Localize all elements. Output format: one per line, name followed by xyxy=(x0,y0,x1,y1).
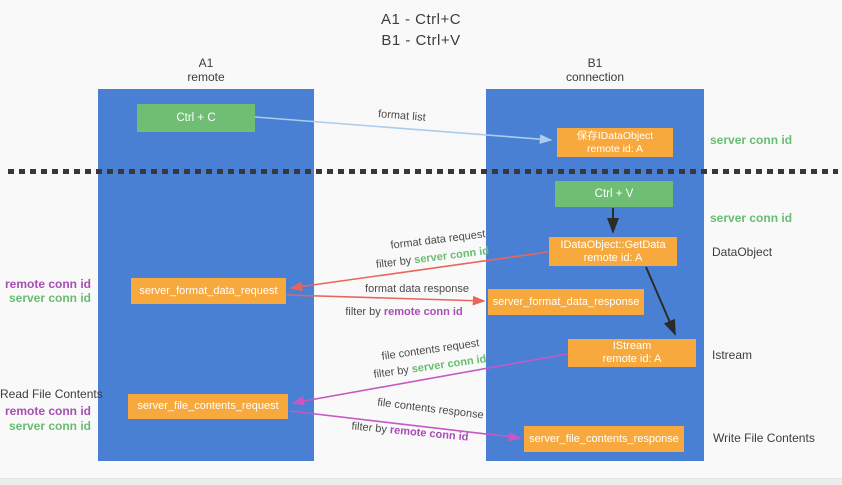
format-data-response-label: format data response xyxy=(365,283,469,295)
filter-by-remote-conn-id-label-1: filter by remote conn id xyxy=(334,306,474,318)
getdata-line2: remote id: A xyxy=(583,251,643,264)
lifeline-b1-name: B1 xyxy=(587,56,603,70)
server-conn-id-right-top: server conn id xyxy=(710,133,793,147)
remote-conn-id-left-top: remote conn id xyxy=(4,277,91,291)
server-conn-id-left-bottom: server conn id xyxy=(8,419,91,433)
diagram-title: A1 - Ctrl+C B1 - Ctrl+V xyxy=(0,9,842,51)
istream-line1: IStream xyxy=(612,340,652,352)
save-dataobject-box: 保存IDataObject remote id: A xyxy=(557,128,673,157)
read-file-contents-label: Read File Contents xyxy=(0,387,103,401)
machine-boundary-dotted-line xyxy=(8,169,838,174)
server-file-contents-request-label: server_file_contents_request xyxy=(137,400,279,412)
format-data-request-arrow xyxy=(289,251,549,292)
dataobject-side-label: DataObject xyxy=(712,245,773,259)
server-conn-id-left-top: server conn id xyxy=(8,291,91,305)
lifeline-a1-name: A1 xyxy=(198,56,214,70)
lifeline-header-a1: A1 remote xyxy=(98,56,314,84)
server-file-contents-response-box: server_file_contents_response xyxy=(524,426,684,452)
server-conn-id-right-mid: server conn id xyxy=(710,211,793,225)
getdata-box: IDataObject::GetData remote id: A xyxy=(549,237,677,266)
file-contents-request-arrow xyxy=(291,353,568,406)
server-file-contents-response-label: server_file_contents_response xyxy=(529,432,679,445)
server-format-data-response-box: server_format_data_response xyxy=(488,289,644,315)
istream-box: IStream remote id: A xyxy=(568,339,696,367)
write-file-contents-label: Write File Contents xyxy=(713,431,815,445)
server-file-contents-request-box: server_file_contents_request xyxy=(128,394,288,419)
save-dataobject-line1: 保存IDataObject xyxy=(576,129,654,142)
title-line-1: A1 - Ctrl+C xyxy=(380,11,462,28)
format-list-arrow xyxy=(254,116,553,144)
remote-conn-id-left-bottom: remote conn id xyxy=(4,404,91,418)
ctrl-v-label: Ctrl + V xyxy=(594,188,634,200)
ctrl-c-label: Ctrl + C xyxy=(176,112,216,124)
server-format-data-request-label: server_format_data_request xyxy=(139,284,278,297)
file-contents-response-arrow xyxy=(289,410,522,442)
istream-side-label: Istream xyxy=(712,348,753,362)
lifeline-b1-role: connection xyxy=(565,70,625,84)
istream-line2: remote id: A xyxy=(602,353,662,365)
save-dataobject-line2: remote id: A xyxy=(586,142,644,155)
server-format-data-request-box: server_format_data_request xyxy=(131,278,286,304)
filter-by-text: filter by xyxy=(345,306,384,318)
getdata-line1: IDataObject::GetData xyxy=(560,238,666,251)
getdata-to-istream-arrow xyxy=(645,266,676,336)
ctrl-v-box: Ctrl + V xyxy=(555,181,673,207)
ctrl-c-box: Ctrl + C xyxy=(137,104,255,132)
lifeline-a1-role: remote xyxy=(187,70,225,84)
lifeline-header-b1: B1 connection xyxy=(486,56,704,84)
format-data-response-arrow xyxy=(286,294,486,306)
title-line-2: B1 - Ctrl+V xyxy=(381,32,461,49)
server-format-data-response-label: server_format_data_response xyxy=(492,295,640,308)
window-bottom-edge xyxy=(0,478,842,485)
remote-conn-id-text: remote conn id xyxy=(383,306,463,318)
